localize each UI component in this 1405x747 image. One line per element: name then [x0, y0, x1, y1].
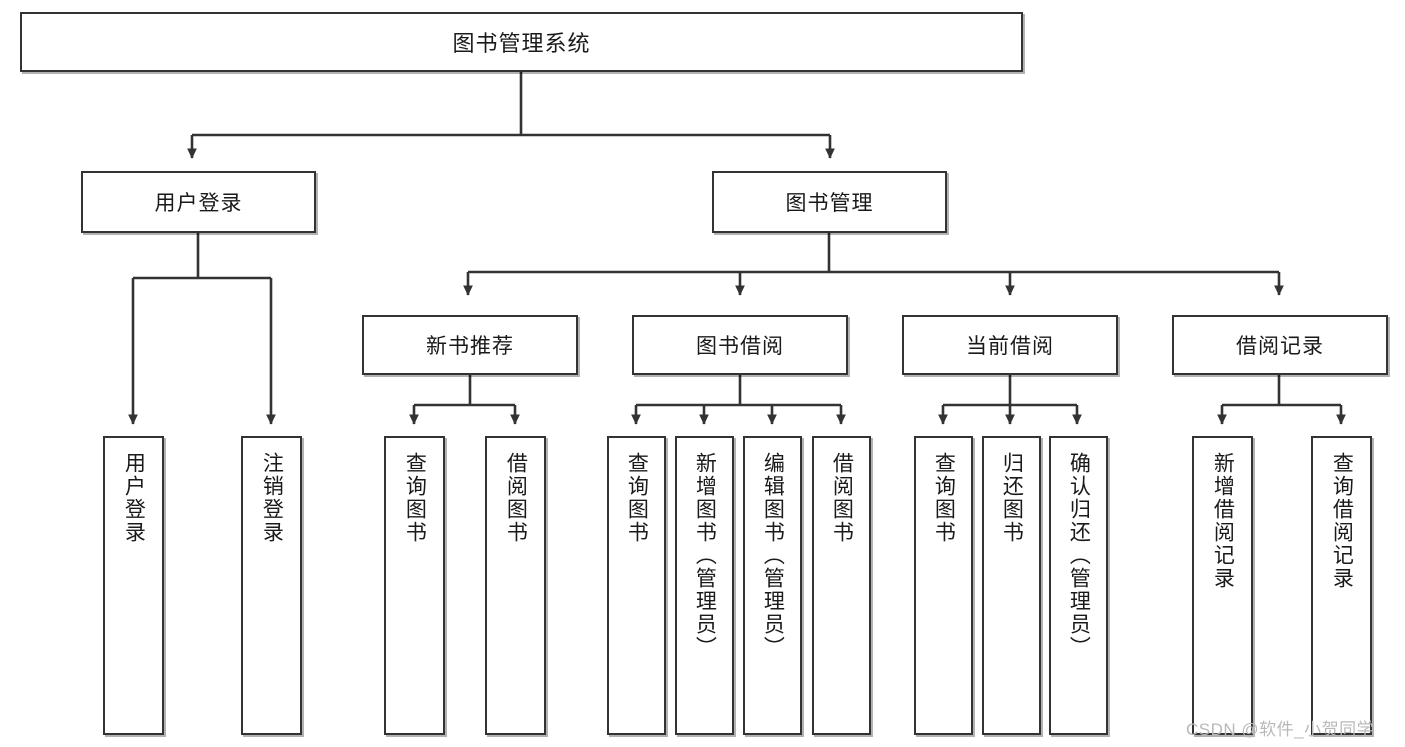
node-leaf-user-login[interactable]: 用户登录: [103, 436, 164, 735]
node-book-manage[interactable]: 图书管理: [712, 171, 947, 233]
node-leaf-return-book-label: 归还图书: [1000, 452, 1024, 544]
node-leaf-add-book[interactable]: 新增图书（管理员）: [675, 436, 734, 735]
node-leaf-query-book-3[interactable]: 查询图书: [914, 436, 973, 735]
node-leaf-query-book-3-label: 查询图书: [932, 452, 956, 544]
node-new-book-recommend-label: 新书推荐: [426, 335, 514, 358]
node-current-borrow-label: 当前借阅: [966, 335, 1054, 358]
node-leaf-user-login-label: 用户登录: [122, 452, 146, 544]
node-current-borrow[interactable]: 当前借阅: [902, 315, 1118, 375]
csdn-watermark: CSDN @软件_小贺同学: [1186, 720, 1375, 739]
node-leaf-confirm-return-label: 确认归还（管理员）: [1067, 452, 1091, 659]
node-leaf-user-logout[interactable]: 注销登录: [241, 436, 302, 735]
node-leaf-borrow-book-2-label: 借阅图书: [830, 452, 854, 544]
node-leaf-query-book-2-label: 查询图书: [625, 452, 649, 544]
node-book-borrow[interactable]: 图书借阅: [632, 315, 848, 375]
node-leaf-edit-book[interactable]: 编辑图书（管理员）: [743, 436, 802, 735]
node-leaf-confirm-return[interactable]: 确认归还（管理员）: [1049, 436, 1108, 735]
node-leaf-query-book-1[interactable]: 查询图书: [384, 436, 445, 735]
node-borrow-record-label: 借阅记录: [1236, 335, 1324, 358]
node-leaf-add-record[interactable]: 新增借阅记录: [1192, 436, 1253, 735]
node-book-manage-label: 图书管理: [785, 192, 874, 215]
node-book-borrow-label: 图书借阅: [696, 335, 784, 358]
node-leaf-add-book-label: 新增图书（管理员）: [693, 452, 717, 659]
node-root-label: 图书管理系统: [452, 31, 591, 56]
node-leaf-add-record-label: 新增借阅记录: [1211, 452, 1235, 590]
node-leaf-borrow-book-2[interactable]: 借阅图书: [812, 436, 871, 735]
node-leaf-query-book-1-label: 查询图书: [403, 452, 427, 544]
node-user-login-label: 用户登录: [154, 192, 243, 215]
node-leaf-borrow-book-1[interactable]: 借阅图书: [485, 436, 546, 735]
node-root[interactable]: 图书管理系统: [20, 12, 1023, 72]
node-leaf-query-book-2[interactable]: 查询图书: [607, 436, 666, 735]
node-leaf-borrow-book-1-label: 借阅图书: [504, 452, 528, 544]
node-borrow-record[interactable]: 借阅记录: [1172, 315, 1388, 375]
node-leaf-query-record[interactable]: 查询借阅记录: [1311, 436, 1372, 735]
node-leaf-query-record-label: 查询借阅记录: [1330, 452, 1354, 590]
node-new-book-recommend[interactable]: 新书推荐: [362, 315, 578, 375]
node-leaf-user-logout-label: 注销登录: [260, 452, 284, 544]
node-user-login[interactable]: 用户登录: [81, 171, 316, 233]
node-leaf-return-book[interactable]: 归还图书: [982, 436, 1041, 735]
node-leaf-edit-book-label: 编辑图书（管理员）: [761, 452, 785, 659]
